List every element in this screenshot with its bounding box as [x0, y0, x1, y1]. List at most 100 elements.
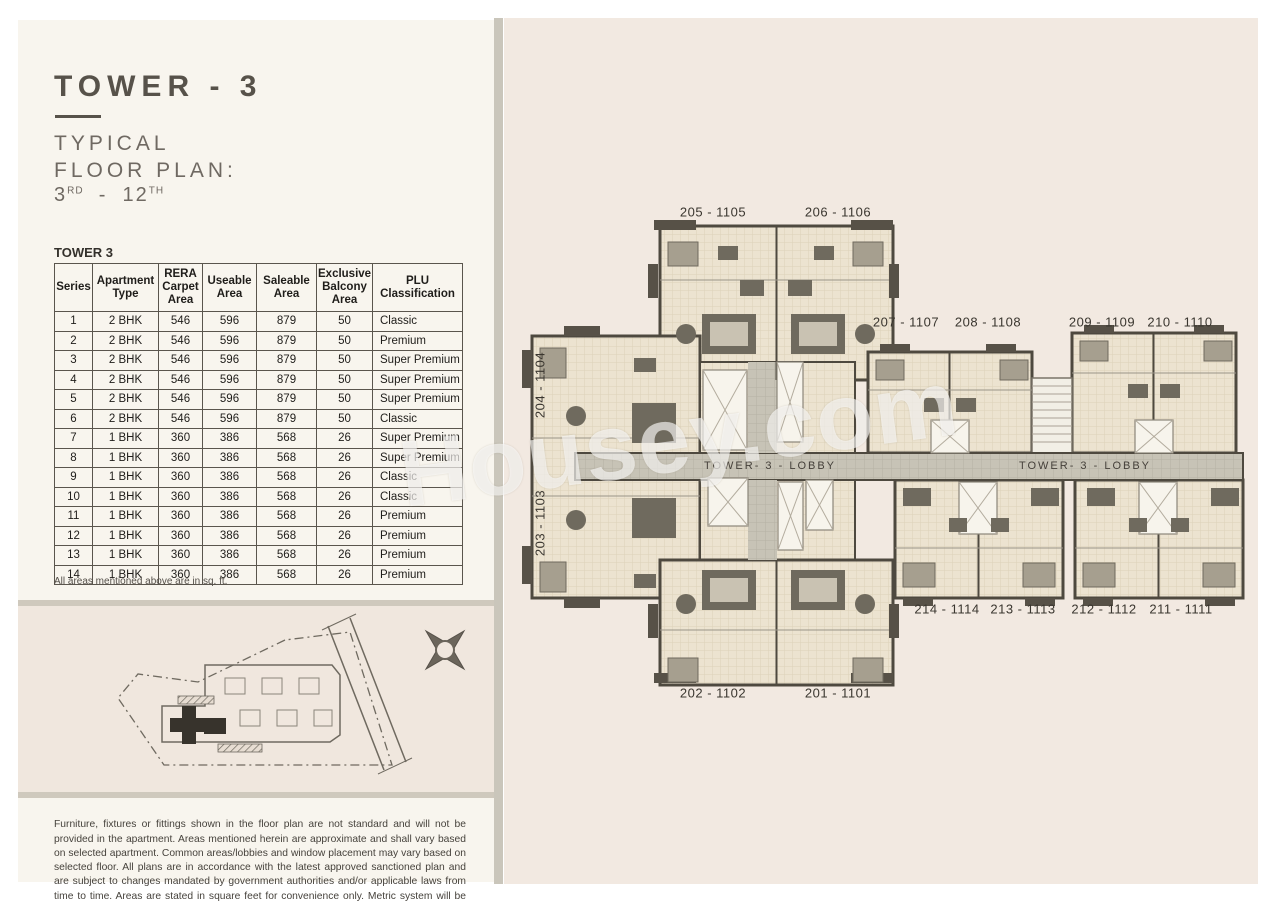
table-cell: 2 BHK	[92, 330, 159, 351]
table-cell: 386	[202, 486, 257, 507]
table-cell: 360	[158, 447, 203, 468]
table-cell: 546	[158, 350, 203, 371]
table-cell: Super Premium	[372, 447, 463, 468]
table-cell: 50	[316, 311, 373, 332]
table-cell: 26	[316, 467, 373, 488]
floor-plan-panel: 205 - 1105 206 - 1106 207 - 1107 208 - 1…	[504, 18, 1258, 884]
floor-to-suffix: TH	[148, 185, 165, 197]
table-cell: 50	[316, 369, 373, 390]
table-cell: Classic	[372, 486, 463, 507]
table-cell: 13	[54, 545, 93, 566]
table-cell: 596	[202, 311, 257, 332]
column-header: Exclusive Balcony Area	[316, 263, 373, 312]
table-cell: 10	[54, 486, 93, 507]
table-cell: 879	[256, 350, 317, 371]
table-cell: 50	[316, 330, 373, 351]
table-heading: TOWER 3	[54, 245, 113, 260]
table-cell: 568	[256, 564, 317, 585]
table-cell: 596	[202, 350, 257, 371]
unit-label-210: 210 - 1110	[1147, 314, 1213, 330]
table-cell: 26	[316, 447, 373, 468]
table-cell: 879	[256, 330, 317, 351]
table-cell: 568	[256, 467, 317, 488]
table-cell: 386	[202, 506, 257, 527]
table-cell: 5	[54, 389, 93, 410]
info-panel: TOWER - 3 TYPICAL FLOOR PLAN: 3RD - 12TH…	[18, 20, 494, 600]
table-cell: Super Premium	[372, 350, 463, 371]
table-cell: 596	[202, 330, 257, 351]
table-cell: 568	[256, 525, 317, 546]
table-cell: 879	[256, 389, 317, 410]
unit-label-204: 204 - 1104	[532, 351, 548, 419]
left-column: TOWER - 3 TYPICAL FLOOR PLAN: 3RD - 12TH…	[18, 20, 494, 902]
column-header: RERA Carpet Area	[158, 263, 203, 312]
table-cell: 7	[54, 428, 93, 449]
table-cell: 546	[158, 408, 203, 429]
floor-to: 12	[122, 184, 149, 206]
table-cell: 386	[202, 564, 257, 585]
subtitle-line-1: TYPICAL	[54, 132, 170, 155]
table-cell: 1 BHK	[92, 506, 159, 527]
table-cell: 360	[158, 545, 203, 566]
table-cell: Premium	[372, 506, 463, 527]
table-cell: 2 BHK	[92, 311, 159, 332]
column-header: Apartment Type	[92, 263, 159, 312]
lobby-label-left: TOWER- 3 - LOBBY	[703, 460, 837, 472]
unit-label-205: 205 - 1105	[679, 204, 747, 220]
table-cell: 1	[54, 311, 93, 332]
column-header: Series	[54, 263, 93, 312]
table-cell: 1 BHK	[92, 545, 159, 566]
table-cell: 1 BHK	[92, 467, 159, 488]
site-plan-panel: N	[18, 606, 494, 792]
site-key-plan	[117, 613, 466, 775]
lobby-label-right: TOWER- 3 - LOBBY	[1018, 460, 1152, 472]
floor-plan-graphic	[522, 220, 1245, 687]
unit-label-203: 203 - 1103	[532, 489, 548, 557]
table-cell: 386	[202, 428, 257, 449]
table-cell: 1 BHK	[92, 486, 159, 507]
north-compass-icon	[424, 629, 466, 671]
table-cell: Premium	[372, 525, 463, 546]
panel-divider	[494, 18, 503, 884]
column-header: Saleable Area	[256, 263, 317, 312]
table-cell: 568	[256, 486, 317, 507]
table-cell: 9	[54, 467, 93, 488]
table-cell: 2 BHK	[92, 389, 159, 410]
unit-label-212: 212 - 1112	[1071, 601, 1137, 617]
table-cell: 50	[316, 408, 373, 429]
floor-from: 3	[54, 184, 68, 206]
table-cell: 26	[316, 486, 373, 507]
floor-range-dash: -	[98, 184, 108, 206]
table-cell: 26	[316, 545, 373, 566]
table-cell: Premium	[372, 545, 463, 566]
table-cell: 26	[316, 525, 373, 546]
table-cell: 568	[256, 428, 317, 449]
unit-label-202: 202 - 1102	[679, 685, 747, 701]
floor-from-suffix: RD	[67, 185, 84, 197]
page-subtitle: TYPICAL FLOOR PLAN:	[54, 130, 237, 184]
table-cell: 360	[158, 525, 203, 546]
table-cell: 386	[202, 545, 257, 566]
table-cell: 360	[158, 428, 203, 449]
table-cell: 596	[202, 389, 257, 410]
column-header: PLU Classification	[372, 263, 463, 312]
table-cell: Classic	[372, 311, 463, 332]
table-cell: 360	[158, 486, 203, 507]
table-cell: 26	[316, 428, 373, 449]
disclaimer-text: Furniture, fixtures or fittings shown in…	[54, 819, 466, 902]
table-cell: 568	[256, 447, 317, 468]
column-header: Useable Area	[202, 263, 257, 312]
table-cell: 11	[54, 506, 93, 527]
